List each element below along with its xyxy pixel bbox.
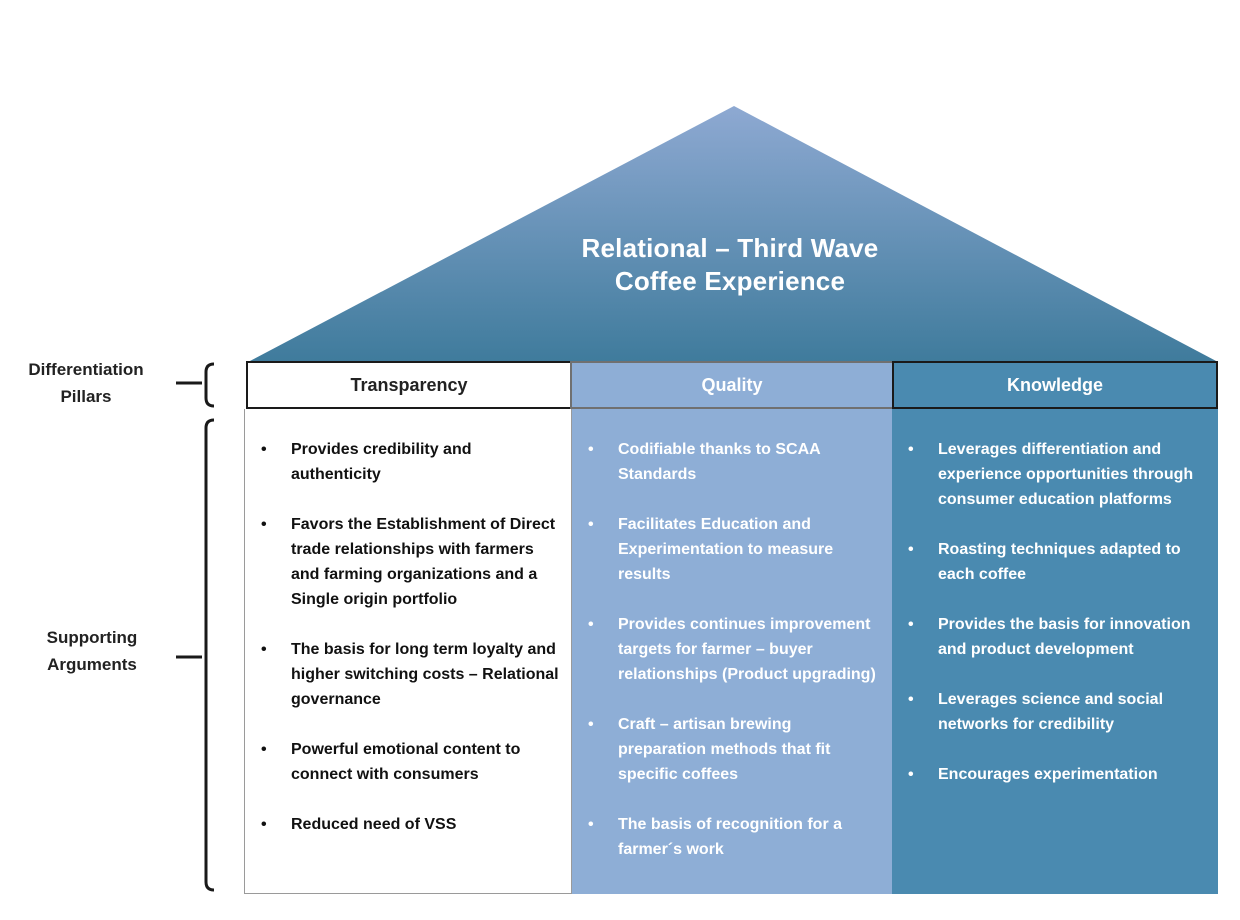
pillar-header-transparency: Transparency [246, 361, 572, 409]
argument-item: Provides credibility and authenticity [253, 437, 561, 487]
argument-item: The basis for long term loyalty and high… [253, 637, 561, 712]
pillar-column-transparency: Provides credibility and authenticity Fa… [244, 409, 572, 894]
pillar-column-knowledge: Leverages differentiation and experience… [892, 409, 1218, 894]
argument-item: Leverages differentiation and experience… [900, 437, 1208, 512]
argument-item: Powerful emotional content to connect wi… [253, 737, 561, 787]
pillar-column-quality: Codifiable thanks to SCAA Standards Faci… [572, 409, 892, 894]
argument-list: Leverages differentiation and experience… [900, 437, 1208, 787]
argument-list: Provides credibility and authenticity Fa… [253, 437, 561, 837]
argument-item: Roasting techniques adapted to each coff… [900, 537, 1208, 587]
supporting-arguments-label: Supporting Arguments [30, 624, 154, 678]
argument-item: Provides continues improvement targets f… [580, 612, 882, 687]
roof-title-line-1: Relational – Third Wave [581, 233, 879, 263]
argument-item: Reduced need of VSS [253, 812, 561, 837]
argument-item: Codifiable thanks to SCAA Standards [580, 437, 882, 487]
arguments-label-line-2: Arguments [47, 655, 137, 674]
pillars-label-line-2: Pillars [60, 387, 112, 406]
argument-item: The basis of recognition for a farmer´s … [580, 812, 882, 862]
pillars-bracket [176, 362, 215, 408]
roof-title-line-2: Coffee Experience [614, 266, 846, 296]
roof-triangle [248, 106, 1218, 362]
arguments-label-line-1: Supporting [46, 628, 138, 647]
argument-item: Craft – artisan brewing preparation meth… [580, 712, 882, 787]
roof-title: Relational – Third Wave Coffee Experienc… [520, 232, 940, 298]
argument-list: Codifiable thanks to SCAA Standards Faci… [580, 437, 882, 862]
argument-item: Favors the Establishment of Direct trade… [253, 512, 561, 612]
argument-item: Encourages experimentation [900, 762, 1208, 787]
arguments-bracket [176, 418, 215, 892]
pillar-header-quality: Quality [570, 361, 894, 409]
differentiation-pillars-label: Differentiation Pillars [8, 356, 164, 410]
pillars-label-line-1: Differentiation [28, 360, 144, 379]
argument-item: Leverages science and social networks fo… [900, 687, 1208, 737]
argument-item: Facilitates Education and Experimentatio… [580, 512, 882, 587]
argument-item: Provides the basis for innovation and pr… [900, 612, 1208, 662]
pillar-header-knowledge: Knowledge [892, 361, 1218, 409]
